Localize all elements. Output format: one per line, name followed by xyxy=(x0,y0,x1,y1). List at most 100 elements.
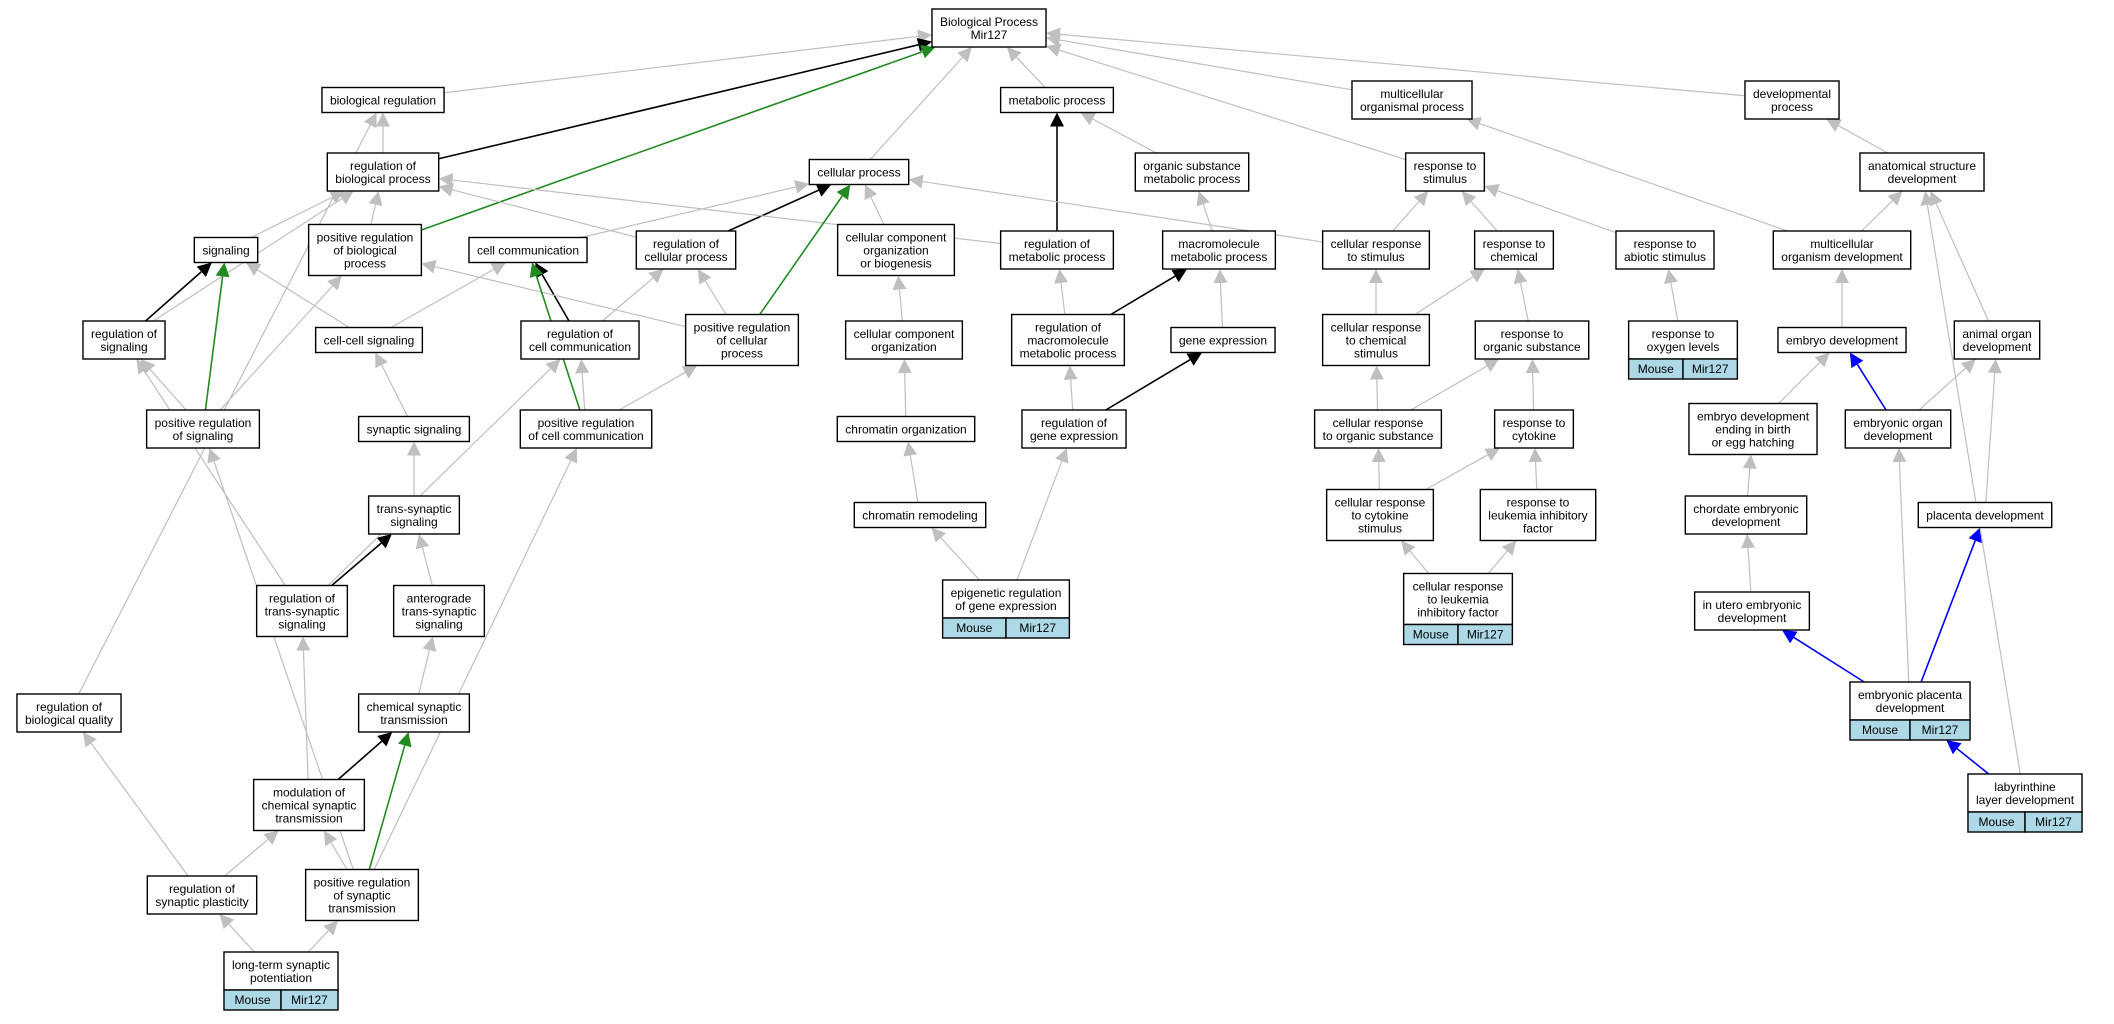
arrowhead-resp_stim-to-bp xyxy=(1046,43,1062,57)
node-label-line: Mir127 xyxy=(971,28,1008,42)
go-term-node-cc_sig[interactable]: cell-cell signaling xyxy=(314,326,424,354)
arrowhead-reg_trans_syn-to-reg_cc xyxy=(545,359,561,374)
arrowhead-pos_reg_sig-to-pos_reg_bio xyxy=(327,275,342,291)
edge-cc_sig-to-signaling xyxy=(257,269,350,329)
node-label-line: cell communication xyxy=(477,244,579,258)
arrowhead-reg_trans_syn-to-reg_sig xyxy=(136,359,151,375)
go-term-node-chrom_org[interactable]: chromatin organization xyxy=(836,415,976,443)
go-term-node-cell_comm[interactable]: cell communication xyxy=(468,236,588,264)
go-term-node-embryo_dev[interactable]: embryo development xyxy=(1777,326,1907,354)
node-label-line: cellular response xyxy=(1331,321,1422,335)
node-label-line: biological regulation xyxy=(330,94,436,108)
arrowhead-reg_gene_exp-to-reg_macro xyxy=(1063,365,1078,380)
go-term-node-bio_reg[interactable]: biological regulation xyxy=(321,86,445,114)
go-term-node-cell_proc[interactable]: cellular process xyxy=(808,158,910,186)
go-term-node-metab[interactable]: metabolic process xyxy=(999,86,1115,114)
edge-reg_macro-to-reg_met xyxy=(1060,282,1066,315)
node-box xyxy=(1777,326,1907,354)
annotation-gene: Mir127 xyxy=(2035,815,2072,829)
node-label-line: positive regulation xyxy=(317,231,414,245)
node-box xyxy=(1967,773,2083,813)
go-term-node-gene_exp[interactable]: gene expression xyxy=(1170,326,1276,354)
go-term-node-chrom_rem[interactable]: chromatin remodeling xyxy=(853,501,987,529)
node-label-line: embryo development xyxy=(1786,334,1899,348)
edge-bio_reg-to-bp xyxy=(443,35,919,94)
arrowhead-ltp-to-pos_reg_syn xyxy=(323,920,338,936)
edge-metab-to-bp xyxy=(1016,56,1046,88)
arrowhead-reg_trans_syn-to-trans_syn xyxy=(376,534,392,549)
edge-pos_reg_cell-to-cell_proc xyxy=(759,195,843,315)
node-box xyxy=(1844,409,1952,449)
go-term-node-signaling[interactable]: signaling xyxy=(193,236,259,264)
edge-cell_resp_lif-to-resp_lif xyxy=(1487,550,1508,574)
edge-gene_exp-to-macro_met xyxy=(1219,282,1224,328)
arrowhead-reg_cell_proc-to-cell_proc xyxy=(815,183,832,197)
node-label-line: to organic substance xyxy=(1323,429,1434,443)
go-term-node-placenta_dev[interactable]: placenta development xyxy=(1917,501,2053,529)
node-label-line: labyrinthine xyxy=(1994,780,2056,794)
edge-emb_organ-to-animal_organ xyxy=(1918,367,1966,411)
node-label-line: organic substance xyxy=(1483,340,1581,354)
arrowhead-resp_lif-to-resp_cyto xyxy=(1528,448,1543,463)
node-box xyxy=(1351,80,1473,120)
go-term-node-syn_sig[interactable]: synaptic signaling xyxy=(357,415,471,443)
edge-syn_sig-to-cc_sig xyxy=(381,364,409,417)
node-label-line: process xyxy=(1771,100,1813,114)
arrowhead-cc_sig-to-cell_comm xyxy=(490,262,506,276)
edge-pos_reg_sig-to-reg_sig xyxy=(149,369,187,411)
edge-anat_dev-to-dev_proc xyxy=(1838,125,1888,154)
edge-reg_trans_syn-to-trans_syn xyxy=(331,542,382,587)
node-label-line: stimulus xyxy=(1354,347,1398,361)
annotation-cell xyxy=(1909,719,1971,741)
